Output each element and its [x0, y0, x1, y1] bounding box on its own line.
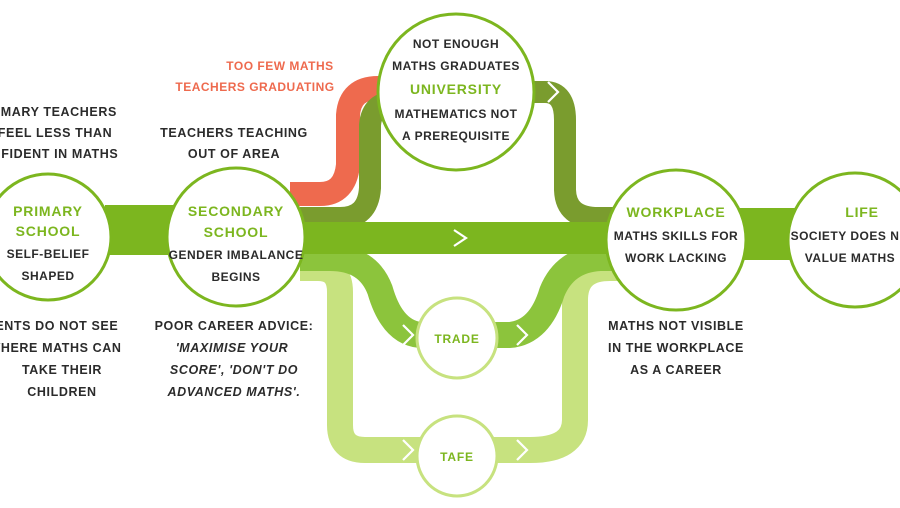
secondary-title-1: SECONDARY	[188, 203, 284, 219]
tafe-title: TAFE	[440, 450, 474, 464]
secondary-bottom-note-2: 'MAXIMISE YOUR	[176, 341, 289, 355]
secondary-school-node	[165, 166, 307, 308]
workplace-bottom-note-1: MATHS NOT VISIBLE	[608, 319, 744, 333]
chevron-icon	[402, 439, 415, 461]
primary-top-note-2: FEEL LESS THAN	[0, 126, 112, 140]
university-line-2: MATHS GRADUATES	[392, 59, 520, 73]
primary-line-2: SHAPED	[21, 269, 74, 283]
workplace-bottom-note-3: AS A CAREER	[630, 363, 722, 377]
university-line-3: MATHEMATICS NOT	[394, 107, 517, 121]
primary-top-note-3: NFIDENT IN MATHS	[0, 147, 118, 161]
workplace-node	[604, 168, 748, 312]
red-note-2: TEACHERS GRADUATING	[175, 80, 334, 94]
secondary-bottom-note-1: POOR CAREER ADVICE:	[155, 319, 314, 333]
trade-node	[415, 296, 499, 380]
primary-title-1: PRIMARY	[13, 203, 83, 219]
chevron-icon	[453, 229, 468, 247]
university-out-path	[520, 81, 620, 229]
secondary-bottom-note-3: SCORE', 'DON'T DO	[170, 363, 298, 377]
secondary-line-1: GENDER IMBALANCE	[169, 248, 304, 262]
workplace-bottom-note-2: IN THE WORKPLACE	[608, 341, 744, 355]
secondary-title-2: SCHOOL	[204, 224, 269, 240]
chevron-icon	[516, 439, 529, 461]
main-band-middle	[295, 222, 625, 254]
primary-bottom-note-2: WHERE MATHS CAN	[0, 341, 122, 355]
life-line-1: SOCIETY DOES N	[791, 229, 900, 243]
university-line-1: NOT ENOUGH	[413, 37, 499, 51]
life-line-2: VALUE MATHS	[805, 251, 895, 265]
tafe-node	[415, 414, 499, 498]
red-path	[290, 76, 400, 206]
workplace-title: WORKPLACE	[627, 204, 726, 220]
university-title: UNIVERSITY	[410, 81, 502, 97]
workplace-line-1: MATHS SKILLS FOR	[614, 229, 738, 243]
secondary-top-note-1: TEACHERS TEACHING	[160, 126, 308, 140]
chevron-icon	[547, 81, 560, 103]
secondary-top-note-2: OUT OF AREA	[188, 147, 280, 161]
university-node	[376, 12, 536, 172]
primary-title-2: SCHOOL	[16, 223, 81, 239]
red-note-1: TOO FEW MATHS	[226, 59, 333, 73]
secondary-line-2: BEGINS	[211, 270, 260, 284]
primary-top-note-1: RIMARY TEACHERS	[0, 105, 117, 119]
primary-school-node	[0, 172, 113, 302]
primary-line-1: SELF-BELIEF	[7, 247, 90, 261]
chevron-icon	[402, 324, 415, 346]
trade-title: TRADE	[434, 332, 479, 346]
primary-bottom-note-1: RENTS DO NOT SEE	[0, 319, 118, 333]
workplace-line-2: WORK LACKING	[625, 251, 727, 265]
primary-bottom-note-4: CHILDREN	[27, 385, 96, 399]
primary-bottom-note-3: TAKE THEIR	[22, 363, 102, 377]
university-line-4: A PREREQUISITE	[402, 129, 510, 143]
life-node	[786, 171, 900, 309]
chevron-icon	[516, 324, 529, 346]
secondary-bottom-note-4: ADVANCED MATHS'.	[167, 385, 301, 399]
life-title: LIFE	[845, 204, 879, 220]
